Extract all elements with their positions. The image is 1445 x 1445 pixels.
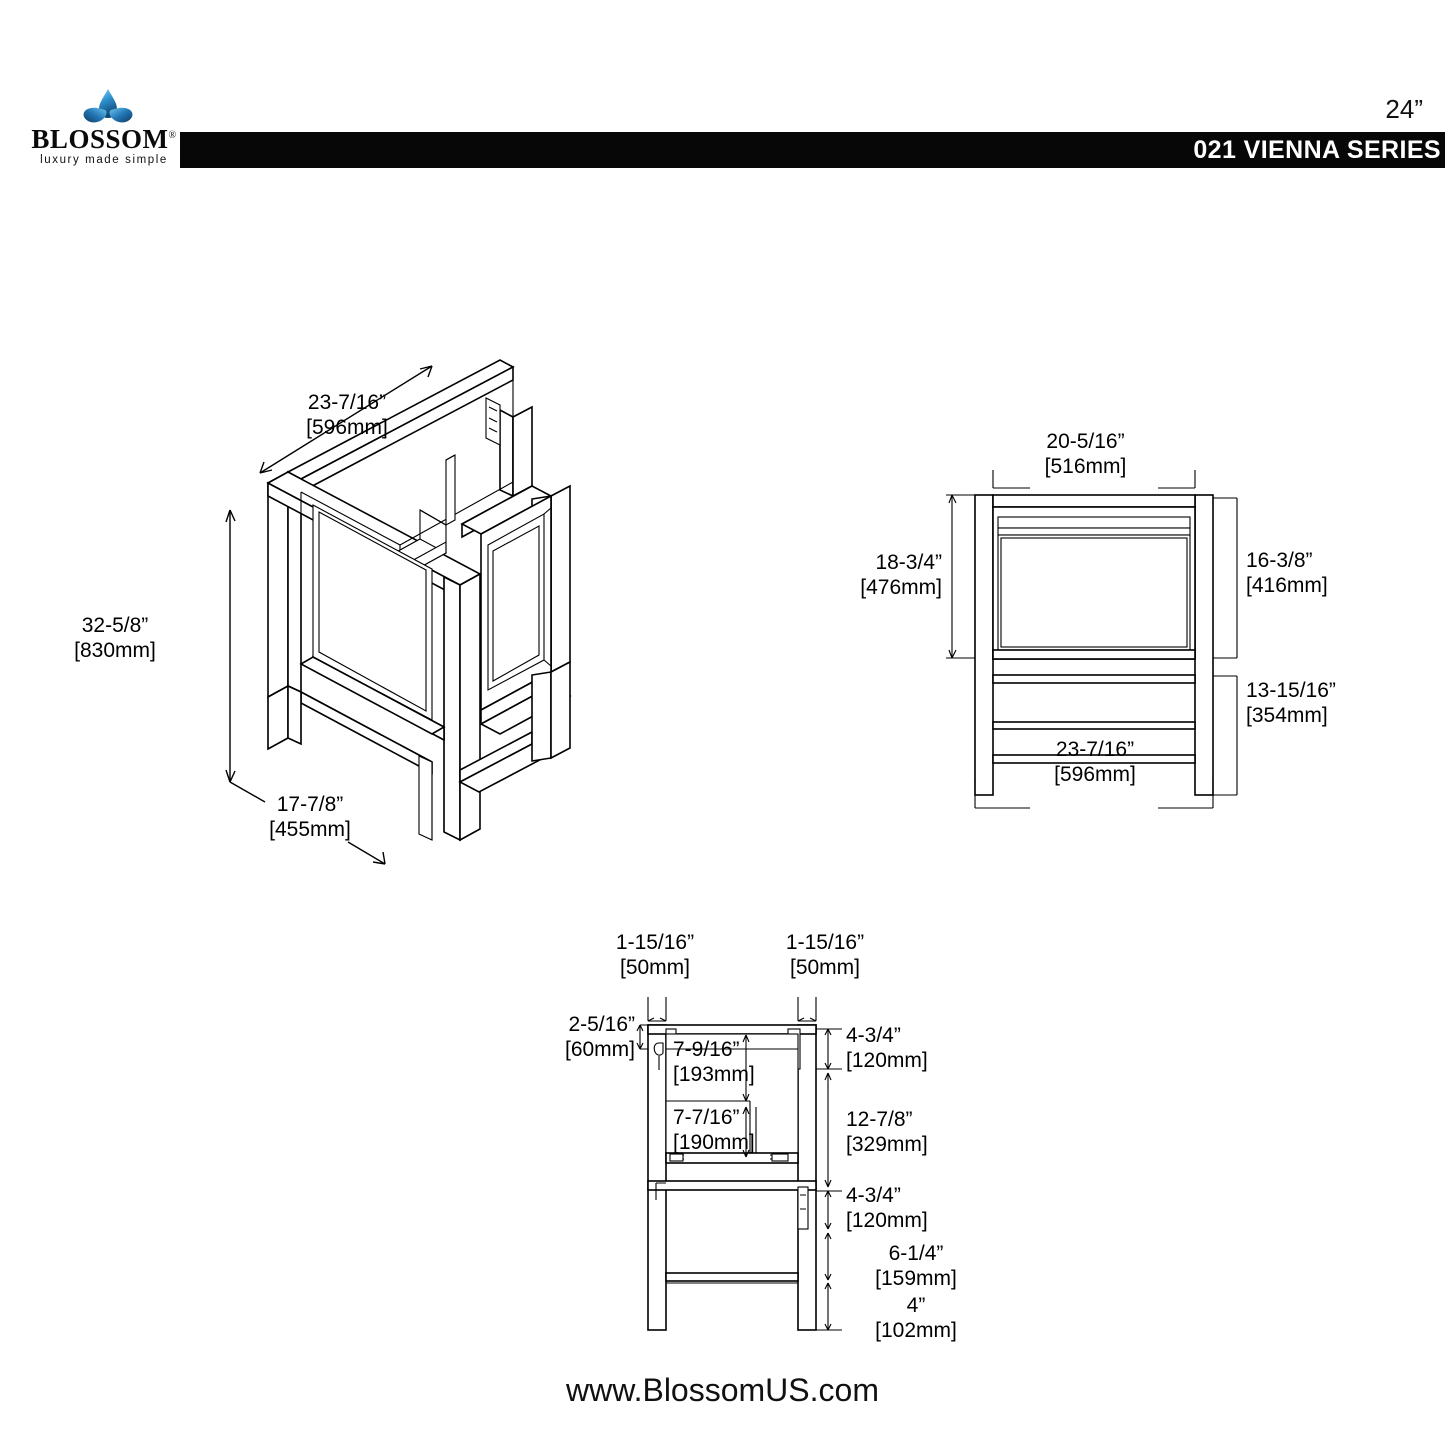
dim-value-inch: 12-7/8” (846, 1108, 913, 1131)
front-dim-overall-width: 23-7/16” [596mm] (970, 737, 1220, 787)
dim-value-mm: [102mm] (875, 1319, 957, 1342)
dim-value-mm: [476mm] (860, 576, 942, 599)
dim-value-mm: [120mm] (846, 1049, 928, 1072)
dim-value-mm: [329mm] (846, 1133, 928, 1156)
dim-value-mm: [60mm] (564, 1038, 635, 1061)
dim-value-mm: [50mm] (619, 956, 690, 979)
website-url: www.BlossomUS.com (566, 1372, 879, 1408)
dim-value-mm: [193mm] (673, 1063, 755, 1086)
dim-value-inch: 4-3/4” (846, 1024, 901, 1047)
dim-value-mm: [830mm] (74, 639, 156, 662)
dim-value-mm: [596mm] (1054, 763, 1136, 786)
dim-value-inch: 20-5/16” (1046, 430, 1125, 453)
side-dim-lower-offset: 4-3/4” [120mm] (846, 1183, 1006, 1233)
side-dim-leg-lower: 4” [102mm] (836, 1293, 996, 1343)
isometric-dimension-leaders (225, 365, 433, 865)
dim-value-inch: 17-7/8” (276, 793, 344, 816)
dim-value-inch: 7-7/16” (673, 1106, 740, 1129)
side-dim-leg-upper: 6-1/4” [159mm] (836, 1241, 996, 1291)
blossom-flower-icon (83, 89, 133, 123)
side-section-view: 1-15/16” [50mm] 1-15/16” [50mm] 2-5/16” … (560, 925, 980, 1345)
side-dim-right-post-width: 1-15/16” [50mm] (750, 930, 900, 980)
series-title: 021 VIENNA SERIES (1193, 136, 1441, 164)
side-dim-upper-drawer: 7-9/16” [193mm] (673, 1037, 818, 1087)
front-dim-left-height: 18-3/4” [476mm] (770, 550, 942, 600)
logo-word-text: BLOSSOM (31, 124, 169, 154)
dim-value-mm: [50mm] (789, 956, 860, 979)
dim-value-inch: 2-5/16” (568, 1013, 635, 1036)
iso-dim-height: 32-5/8” [830mm] (15, 613, 215, 663)
front-dim-inner-width: 20-5/16” [516mm] (948, 429, 1223, 479)
dim-value-mm: [159mm] (875, 1267, 957, 1290)
header-series-bar: 021 VIENNA SERIES (180, 132, 1445, 168)
dim-value-mm: [120mm] (846, 1209, 928, 1232)
logo-wordmark: BLOSSOM® (28, 126, 180, 153)
side-dim-mid-section: 12-7/8” [329mm] (846, 1107, 1011, 1157)
dim-value-inch: 13-15/16” (1246, 679, 1336, 702)
side-dim-left-post-width: 1-15/16” [50mm] (580, 930, 730, 980)
dim-value-inch: 6-1/4” (888, 1242, 944, 1265)
dim-value-mm: [455mm] (269, 818, 351, 841)
side-section-drawing (647, 1024, 817, 1331)
front-dim-right-upper: 16-3/8” [416mm] (1246, 548, 1396, 598)
dim-value-inch: 1-15/16” (785, 931, 865, 954)
dim-value-mm: [416mm] (1246, 574, 1328, 597)
dim-value-inch: 1-15/16” (615, 931, 695, 954)
side-dim-top-offset: 4-3/4” [120mm] (846, 1023, 1006, 1073)
dim-value-inch: 32-5/8” (81, 614, 149, 637)
page-header: BLOSSOM® luxury made simple 24” 021 VIEN… (0, 0, 1445, 200)
iso-dim-depth-bottom: 17-7/8” [455mm] (235, 792, 385, 842)
isometric-view: 23-7/16” [596mm] 32-5/8” [830mm] 17-7/8”… (74, 359, 620, 870)
product-size-label: 24” (1385, 94, 1423, 124)
dim-value-inch: 23-7/16” (307, 391, 387, 414)
dim-value-inch: 7-9/16” (673, 1038, 740, 1061)
dim-value-mm: [354mm] (1246, 704, 1328, 727)
dim-value-mm: [596mm] (306, 416, 388, 439)
iso-dim-depth-top: 23-7/16” [596mm] (262, 390, 432, 440)
isometric-cabinet-drawing (266, 359, 572, 842)
side-dim-top-rail-height: 2-5/16” [60mm] (445, 1012, 635, 1062)
dim-value-inch: 23-7/16” (1055, 738, 1135, 761)
front-dim-right-lower: 13-15/16” [354mm] (1246, 678, 1406, 728)
brand-logo: BLOSSOM® luxury made simple (28, 88, 180, 170)
side-dim-lower-drawer: 7-7/16” [190mm] (673, 1105, 818, 1155)
registered-trademark-icon: ® (168, 130, 177, 141)
dim-value-inch: 4-3/4” (846, 1184, 901, 1207)
logo-tagline: luxury made simple (40, 154, 168, 166)
side-dimension-leaders (636, 997, 842, 1331)
dim-value-inch: 4” (906, 1294, 926, 1317)
front-dimension-leaders (946, 470, 1238, 809)
dim-value-inch: 16-3/8” (1246, 549, 1313, 572)
dim-value-inch: 18-3/4” (875, 551, 942, 574)
dim-value-mm: [190mm] (673, 1131, 755, 1154)
front-elevation-drawing (974, 494, 1214, 796)
dim-value-mm: [516mm] (1044, 455, 1127, 478)
front-elevation-view: 20-5/16” [516mm] 18-3/4” [476mm] 16-3/8”… (860, 429, 1336, 809)
